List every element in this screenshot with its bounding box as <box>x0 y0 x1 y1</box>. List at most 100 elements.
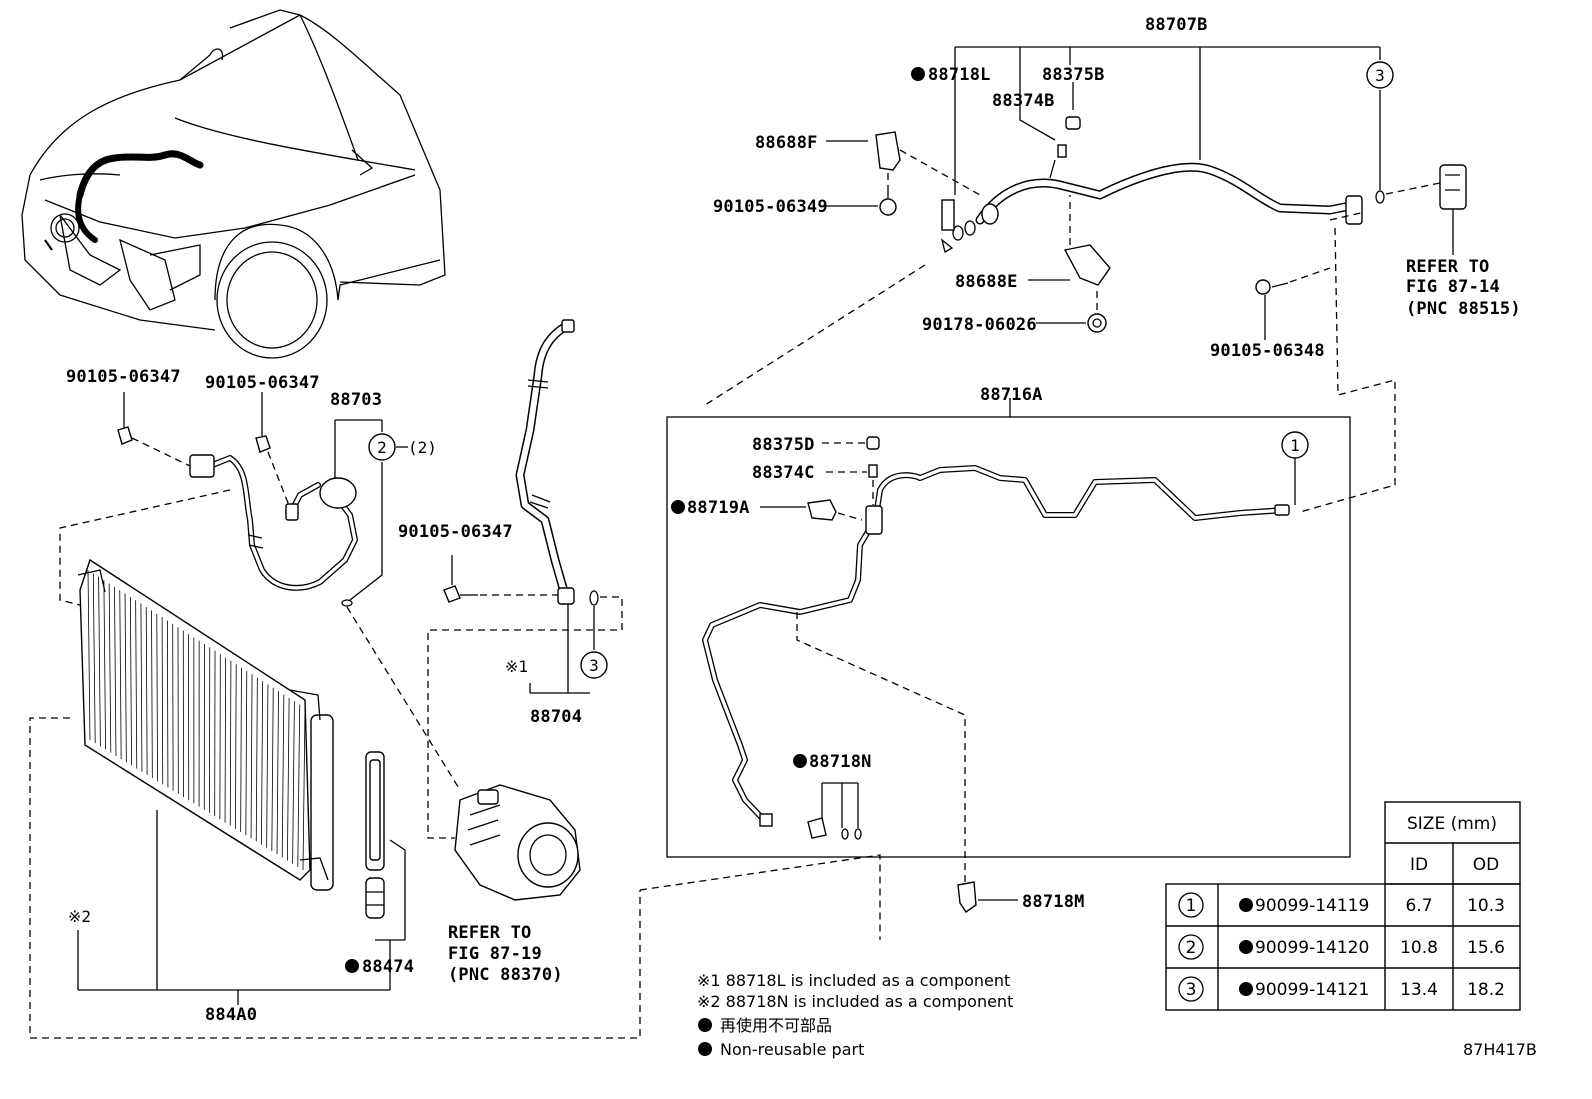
table-row-key: 1 <box>1186 896 1197 916</box>
label-circle-2-paren: (2) <box>408 438 437 457</box>
col-od: OD <box>1473 855 1499 875</box>
table-row-id: 10.8 <box>1400 938 1438 958</box>
circle-3-88704: 3 <box>589 656 599 675</box>
refer-88515-line2: FIG 87-14 <box>1406 277 1500 297</box>
non-reusable-dot <box>1239 940 1253 954</box>
table-row-circle <box>1178 976 1204 1002</box>
condenser-fin <box>108 583 112 753</box>
table-row-part: 90099-14119 <box>1255 896 1369 916</box>
condenser-fin <box>98 576 101 747</box>
refer-88370-line1: REFER TO <box>448 923 531 943</box>
part-labels: 88707B 88718L 88375B 88374B 88688F 90105… <box>66 15 1521 1025</box>
label-88704: 88704 <box>530 707 582 727</box>
size-header: SIZE (mm) <box>1407 814 1497 834</box>
label-88688E: 88688E <box>955 272 1018 292</box>
hose-88703 <box>59 392 461 791</box>
note-2: ※2 88718N is included as a component <box>697 992 1013 1011</box>
refer-88370-line3: (PNC 88370) <box>448 965 563 985</box>
label-88374C: 88374C <box>752 463 815 483</box>
label-88718N: 88718N <box>809 752 872 772</box>
label-88474: 88474 <box>362 957 414 977</box>
non-reusable-dot <box>1239 898 1253 912</box>
figure-code: 87H417B <box>1463 1040 1537 1059</box>
condenser-fin <box>87 569 91 741</box>
condenser-fin <box>229 660 232 826</box>
circle-2-88703: 2 <box>377 438 387 457</box>
label-884A0: 884A0 <box>205 1005 257 1025</box>
condenser-fin <box>114 586 117 756</box>
condenser-fin <box>271 687 274 851</box>
condenser-fin <box>92 573 96 744</box>
table-row-key: 2 <box>1186 938 1197 958</box>
table-row-circle <box>1178 892 1204 918</box>
notes: ※1 88718L is included as a component ※2 … <box>697 971 1537 1059</box>
condenser-fin <box>302 707 306 871</box>
condenser-fin <box>261 681 264 845</box>
label-88716A: 88716A <box>980 385 1043 405</box>
condenser-fin <box>292 701 295 864</box>
condenser-fin <box>240 667 242 832</box>
condenser-fin <box>166 620 169 788</box>
condenser-fin <box>103 580 106 750</box>
table-row-od: 15.6 <box>1467 938 1505 958</box>
circled-refs: 3 1 2 3 <box>368 61 1394 679</box>
condenser-fin <box>140 603 143 772</box>
label-88703: 88703 <box>330 390 382 410</box>
note-1: ※1 88718L is included as a component <box>697 971 1010 990</box>
table-row-od: 10.3 <box>1467 896 1505 916</box>
label-88707B: 88707B <box>1145 15 1208 35</box>
suction-tube-assembly-88716A <box>639 398 1351 940</box>
label-90105-06348: 90105-06348 <box>1210 341 1325 361</box>
note-non-reusable: Non-reusable part <box>720 1040 864 1059</box>
condenser-fin <box>250 674 253 839</box>
condenser-fin <box>129 596 132 766</box>
col-id: ID <box>1410 855 1428 875</box>
circle-1-box: 1 <box>1290 436 1300 455</box>
condenser-fin <box>287 697 290 861</box>
refer-88370-line2: FIG 87-19 <box>448 944 542 964</box>
label-90105-06347-a: 90105-06347 <box>66 367 181 387</box>
vehicle-sketch <box>21 9 446 359</box>
condenser-fin <box>135 600 138 769</box>
table-row-circle <box>1178 934 1204 960</box>
label-note2-mark: ※2 <box>68 907 91 926</box>
table-row-id: 6.7 <box>1405 896 1432 916</box>
label-90105-06347-b: 90105-06347 <box>205 373 320 393</box>
condenser-fin <box>235 664 237 829</box>
condenser-fin <box>145 607 148 775</box>
label-90178-06026: 90178-06026 <box>922 315 1037 335</box>
condenser-fin <box>281 694 285 858</box>
label-90105-06349: 90105-06349 <box>713 197 828 217</box>
table-row-od: 18.2 <box>1467 980 1505 1000</box>
hose-88704 <box>427 319 623 839</box>
condenser-fin <box>124 593 127 763</box>
condenser-fin <box>266 684 269 848</box>
discharge-hose-assembly-88707B <box>704 46 1467 513</box>
label-note1-mark: ※1 <box>505 657 528 676</box>
condenser-fin <box>224 657 227 823</box>
circle-3-top: 3 <box>1375 66 1385 85</box>
label-88718L: 88718L <box>928 65 991 85</box>
label-88374B: 88374B <box>992 91 1055 111</box>
condenser-fin <box>156 613 158 782</box>
label-88719A: 88719A <box>687 498 750 518</box>
note-jp: 再使用不可部品 <box>720 1016 832 1035</box>
label-88688F: 88688F <box>755 133 818 153</box>
label-90105-06347-c: 90105-06347 <box>398 522 513 542</box>
condenser-884A0 <box>29 558 641 1039</box>
table-row-key: 3 <box>1186 980 1197 1000</box>
table-row-part: 90099-14121 <box>1255 980 1369 1000</box>
condenser-fin <box>245 670 248 836</box>
condenser-fin <box>297 704 301 867</box>
table-row-part: 90099-14120 <box>1255 938 1369 958</box>
size-table: SIZE (mm) ID OD 1 90099-14119 6.7 10.3 2 9009… <box>1165 801 1521 1011</box>
condenser-fin <box>119 590 122 760</box>
label-88718M: 88718M <box>1022 892 1085 912</box>
condenser-fin <box>151 610 153 779</box>
condenser-fin <box>161 617 164 785</box>
condenser-fin <box>276 691 279 855</box>
refer-88515-line1: REFER TO <box>1406 257 1489 277</box>
condenser-fin <box>255 677 258 842</box>
compressor <box>454 784 581 901</box>
